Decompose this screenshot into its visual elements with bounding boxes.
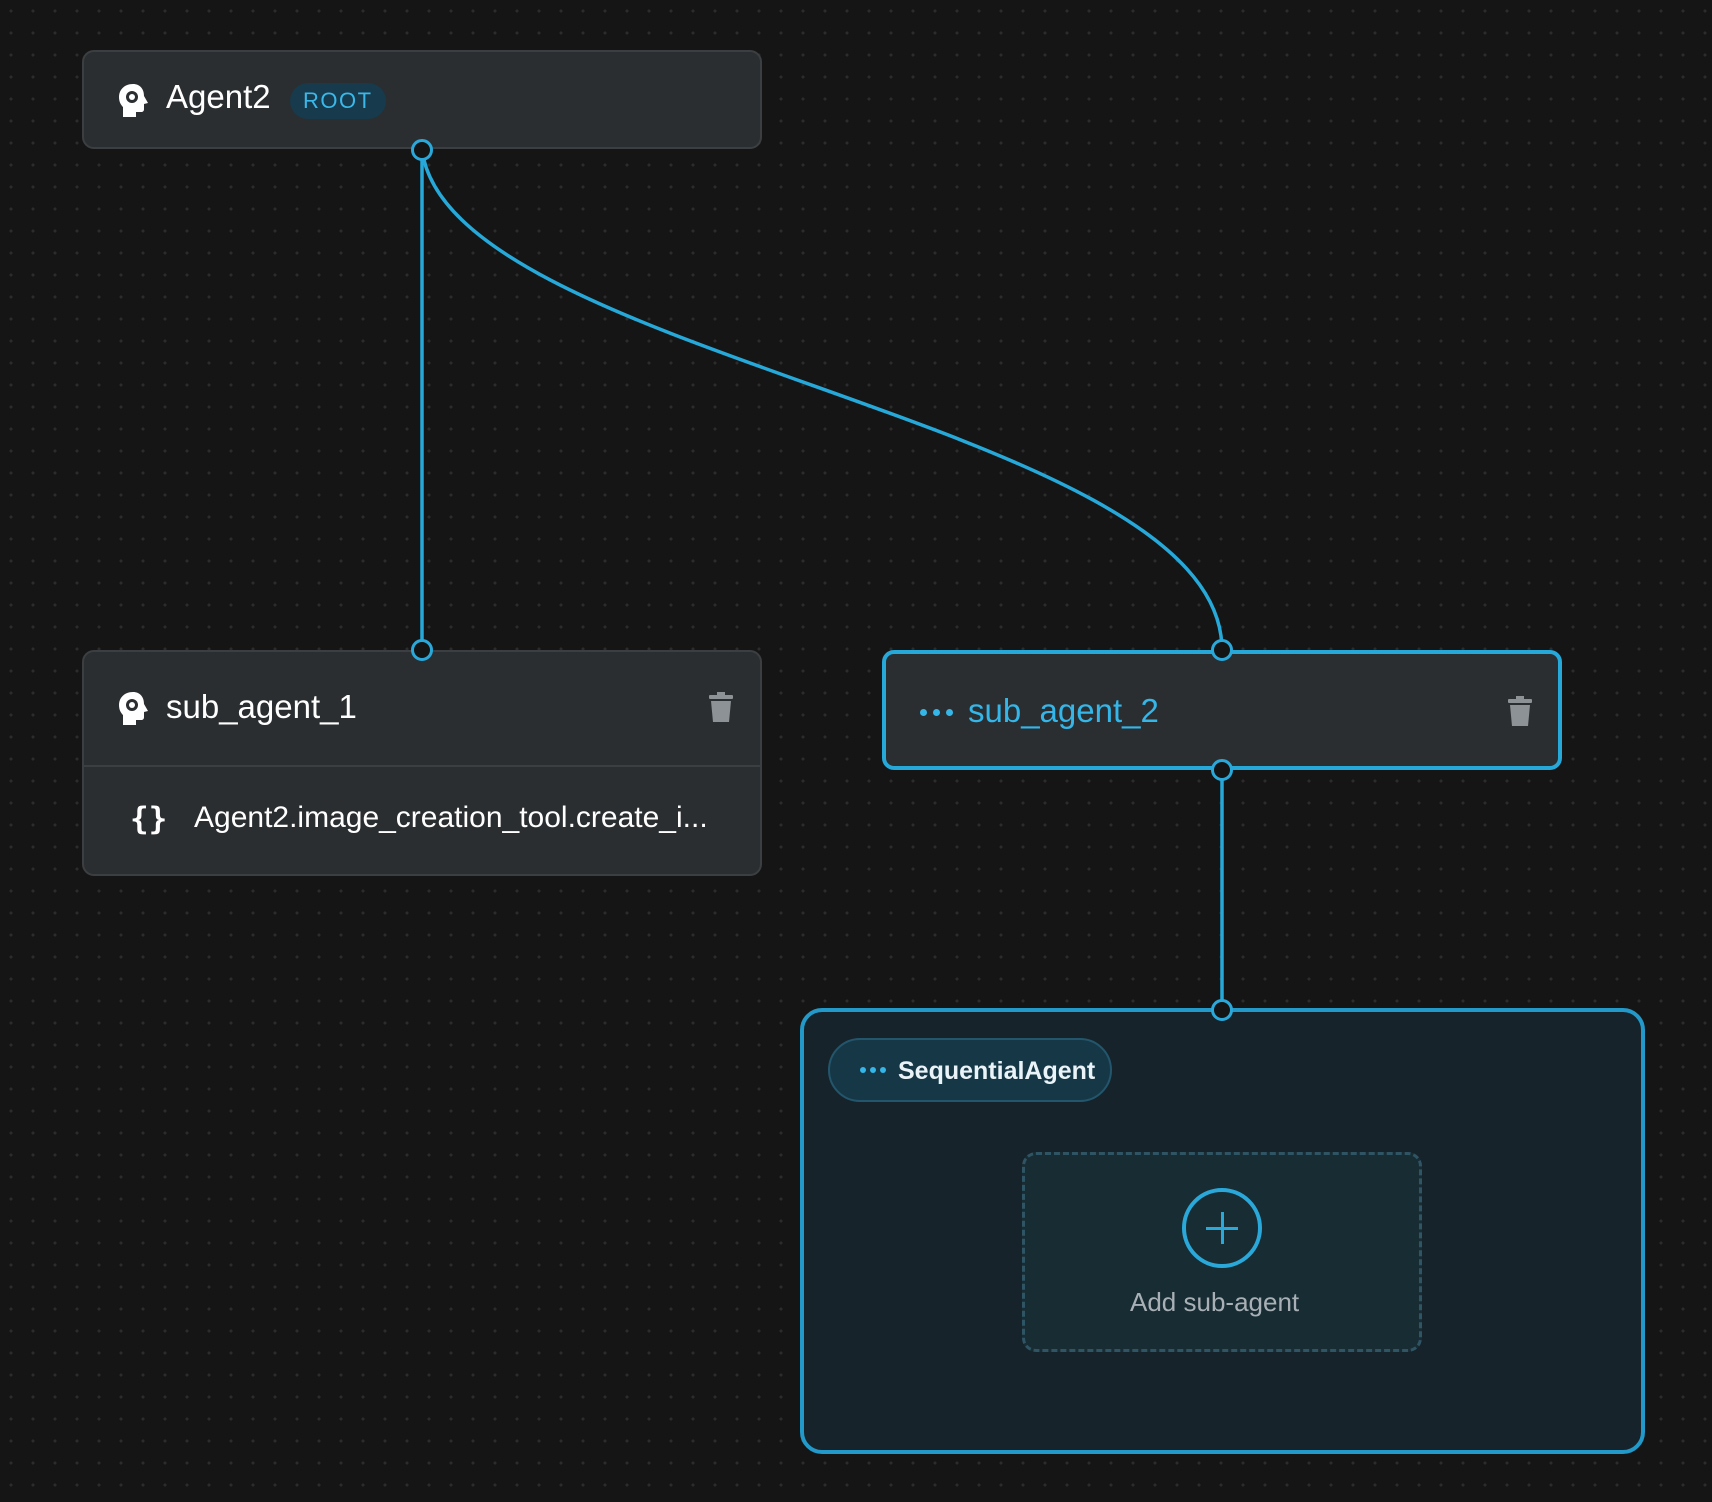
add-sub-agent-label: Add sub-agent: [1130, 1287, 1300, 1317]
more-horizontal-icon: [920, 709, 953, 716]
sequential-agent-label: SequentialAgent: [898, 1057, 1096, 1085]
root-agent-title: Agent2: [166, 78, 271, 115]
sub-agent-1-title: sub_agent_1: [166, 688, 357, 725]
node-divider: [84, 765, 760, 767]
sub-agent-2-node[interactable]: sub_agent_2: [882, 650, 1562, 770]
tool-label[interactable]: Agent2.image_creation_tool.create_i...: [194, 801, 708, 834]
sequential-agent-container[interactable]: SequentialAgent Add sub-agent: [800, 1008, 1645, 1454]
handle-sequential-in[interactable]: [1211, 999, 1233, 1021]
agent-head-gear-icon: [119, 84, 148, 117]
root-agent-node[interactable]: Agent2 ROOT: [82, 50, 762, 149]
handle-sub-agent-2-out[interactable]: [1211, 759, 1233, 781]
agent-head-gear-icon: [119, 692, 148, 725]
sequential-agent-pill[interactable]: SequentialAgent: [828, 1038, 1112, 1102]
trash-icon[interactable]: [709, 692, 733, 722]
handle-sub-agent-2-in[interactable]: [1211, 639, 1233, 661]
root-badge: ROOT: [290, 83, 386, 119]
sub-agent-2-title: sub_agent_2: [968, 692, 1159, 729]
plus-circle-icon[interactable]: [1182, 1188, 1262, 1268]
trash-icon[interactable]: [1508, 696, 1532, 726]
handle-root-out[interactable]: [411, 139, 433, 161]
handle-sub-agent-1-in[interactable]: [411, 639, 433, 661]
curly-braces-icon: {}: [130, 801, 168, 837]
add-sub-agent-zone[interactable]: Add sub-agent: [1022, 1152, 1422, 1352]
edge-root-to-sub-agent-2[interactable]: [420, 149, 1224, 651]
sub-agent-1-node[interactable]: sub_agent_1 {} Agent2.image_creation_too…: [82, 650, 762, 876]
more-horizontal-icon: [860, 1067, 886, 1073]
